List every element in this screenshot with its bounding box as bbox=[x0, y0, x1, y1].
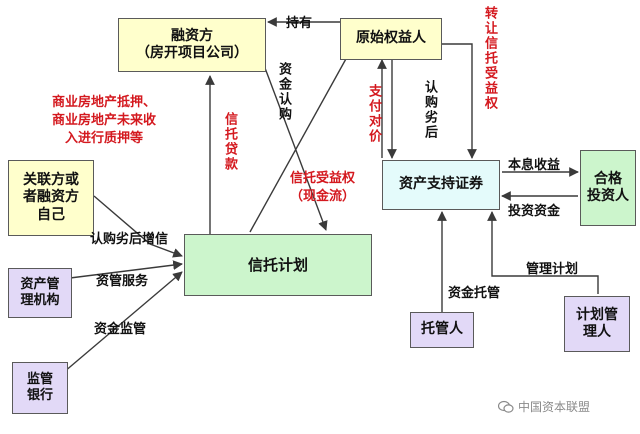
regulator-bank-line-2: 银行 bbox=[26, 388, 53, 403]
plan-manager-line-2: 理人 bbox=[583, 324, 611, 340]
fund-subscribe-label: 资金认购 bbox=[276, 62, 291, 122]
arrow-subordinate-credit bbox=[93, 195, 183, 258]
asset-manager-line-2: 理机构 bbox=[20, 293, 60, 308]
holds-label: 持有 bbox=[286, 16, 313, 31]
arrow-management-plan bbox=[487, 211, 599, 294]
pledge-note-line-3: 入进行质押等 bbox=[65, 131, 144, 146]
cashflow-line-2: （现金流） bbox=[290, 189, 356, 204]
financier-name: 融资方 bbox=[171, 27, 213, 44]
pledge-note-line-2: 商业房地产未来收 bbox=[52, 113, 157, 128]
custodian-label: 托管人 bbox=[421, 321, 463, 338]
plan-manager-box: 计划管 理人 bbox=[564, 296, 630, 352]
trust-plan-label: 信托计划 bbox=[247, 255, 308, 274]
transfer-beneficiary-label: 转让信托受益权 bbox=[482, 6, 497, 111]
wechat-icon bbox=[498, 400, 514, 413]
fund-custody-label: 资金托管 bbox=[448, 286, 501, 301]
pledge-note: 商业房地产抵押、 商业房地产未来收 入进行质押等 bbox=[52, 94, 156, 148]
qualified-investors-line-2: 投资人 bbox=[587, 188, 629, 204]
custodian-box: 托管人 bbox=[410, 312, 474, 348]
arrow-fund-supervision bbox=[63, 271, 183, 373]
regulator-bank-box: 监管 银行 bbox=[12, 362, 68, 414]
investment-funds-label: 投资资金 bbox=[508, 204, 561, 219]
financier-box: 融资方 （房开项目公司） bbox=[118, 18, 266, 72]
management-plan-label: 管理计划 bbox=[526, 262, 579, 277]
asset-manager-box: 资产管 理机构 bbox=[8, 268, 72, 318]
related-party-line-1: 关联方或 bbox=[23, 171, 79, 188]
plan-manager-line-1: 计划管 bbox=[576, 306, 618, 323]
regulator-bank-line-1: 监管 bbox=[26, 371, 53, 387]
trust-loan-label: 信托贷款 bbox=[222, 112, 237, 172]
original-beneficiary-label: 原始权益人 bbox=[356, 30, 426, 47]
trust-plan-box: 信托计划 bbox=[184, 234, 372, 296]
asset-manager-line-1: 资产管 bbox=[20, 276, 60, 292]
fund-supervision-label: 资金监管 bbox=[94, 322, 147, 337]
related-party-line-3: 自己 bbox=[37, 206, 65, 223]
pledge-note-line-1: 商业房地产抵押、 bbox=[52, 95, 157, 110]
watermark-text: 中国资本联盟 bbox=[518, 400, 591, 414]
principal-interest-label: 本息收益 bbox=[508, 158, 561, 173]
financier-desc: （房开项目公司） bbox=[136, 45, 248, 61]
arrow-transfer-beneficiary bbox=[442, 43, 477, 159]
watermark: 中国资本联盟 bbox=[498, 398, 590, 415]
arrow-fund-subscribe bbox=[261, 59, 328, 231]
subordinate-credit-label: 认购劣后增信 bbox=[90, 232, 169, 247]
arrow-trust-beneficiary bbox=[249, 47, 353, 233]
qualified-investors-box: 合格 投资人 bbox=[580, 150, 636, 226]
subscribe-subordinate-label: 认购劣后 bbox=[422, 80, 437, 140]
cashflow-line-1: 信托受益权 bbox=[290, 171, 356, 186]
qualified-investors-line-1: 合格 bbox=[594, 170, 622, 187]
asset-service-label: 资管服务 bbox=[96, 274, 149, 289]
pay-price-label: 支付对价 bbox=[366, 84, 381, 144]
related-party-box: 关联方或 者融资方 自己 bbox=[8, 160, 94, 236]
original-beneficiary-box: 原始权益人 bbox=[340, 18, 442, 60]
abs-label: 资产支持证券 bbox=[399, 176, 483, 193]
arrow-asset-service bbox=[69, 260, 183, 279]
related-party-line-2: 者融资方 bbox=[23, 189, 79, 206]
trust-beneficiary-cashflow-label: 信托受益权 （现金流） bbox=[290, 170, 355, 206]
abs-box: 资产支持证券 bbox=[382, 160, 500, 210]
